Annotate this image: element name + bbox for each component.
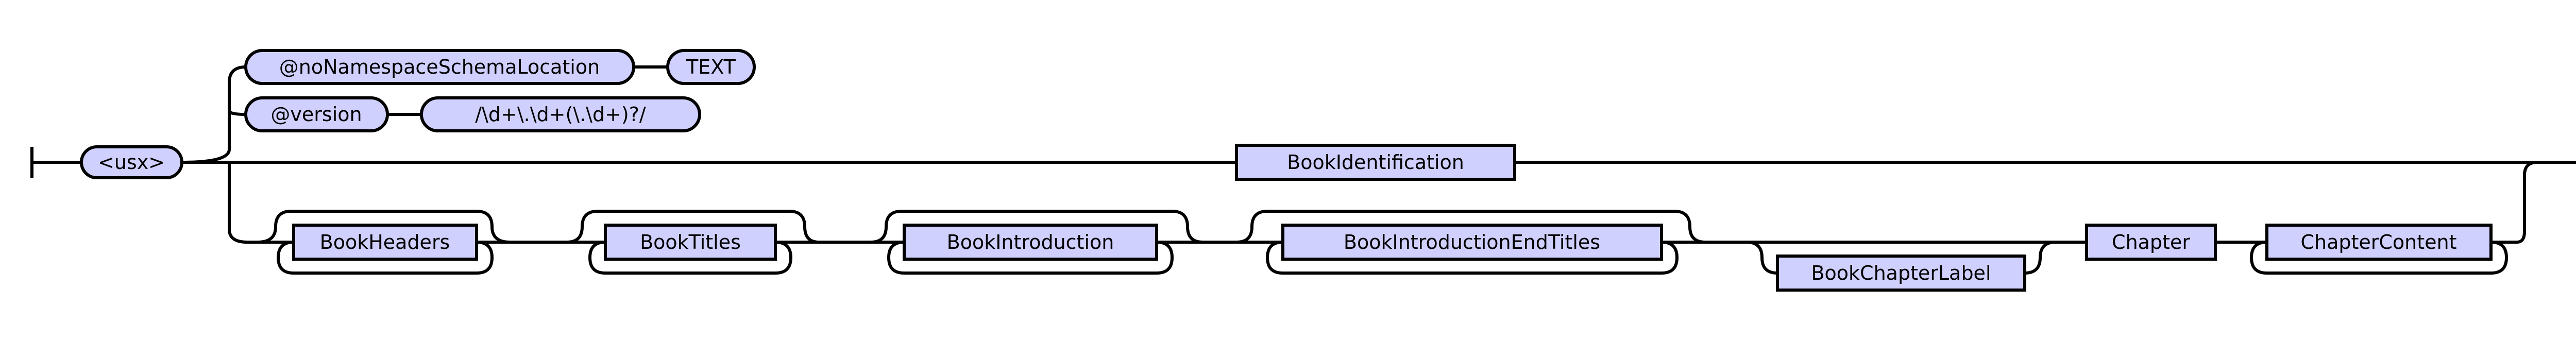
attribute-name-label: @noNamespaceSchemaLocation	[279, 56, 600, 78]
element-label: BookChapterLabel	[1811, 262, 1991, 284]
element-node-bookidentification[interactable]: BookIdentification	[1235, 144, 1516, 181]
element-node-booktitles[interactable]: BookTitles	[604, 224, 777, 261]
attribute-node-version[interactable]: @version	[244, 96, 389, 132]
element-label: BookIdentification	[1287, 151, 1464, 174]
element-node-bookintroductionendtitles[interactable]: BookIntroductionEndTitles	[1281, 224, 1663, 261]
element-node-bookintroduction[interactable]: BookIntroduction	[903, 224, 1158, 261]
element-label: BookIntroduction	[947, 231, 1114, 253]
element-node-bookheaders[interactable]: BookHeaders	[292, 224, 478, 261]
attribute-value-label: TEXT	[686, 56, 736, 78]
element-label: BookTitles	[640, 231, 741, 253]
root-element-node[interactable]: <usx>	[80, 145, 183, 179]
element-node-chapter[interactable]: Chapter	[2085, 224, 2217, 261]
attribute-value-node-version-pattern[interactable]: /\d+\.\d+(\.\d+)?/	[420, 96, 701, 132]
attribute-node-nonamespaceschemalocation[interactable]: @noNamespaceSchemaLocation	[244, 49, 635, 85]
attribute-value-node-text[interactable]: TEXT	[666, 49, 756, 85]
element-label: ChapterContent	[2300, 231, 2456, 253]
attribute-name-label: @version	[270, 103, 362, 126]
element-label: Chapter	[2112, 231, 2190, 253]
attribute-value-label: /\d+\.\d+(\.\d+)?/	[475, 103, 646, 126]
element-node-bookchapterlabel[interactable]: BookChapterLabel	[1776, 255, 2026, 292]
element-label: BookHeaders	[320, 231, 450, 253]
diagram-wires	[30, 65, 2576, 275]
element-node-chaptercontent[interactable]: ChapterContent	[2265, 224, 2493, 261]
element-label: BookIntroductionEndTitles	[1344, 231, 1600, 253]
root-element-label: <usx>	[98, 151, 165, 174]
